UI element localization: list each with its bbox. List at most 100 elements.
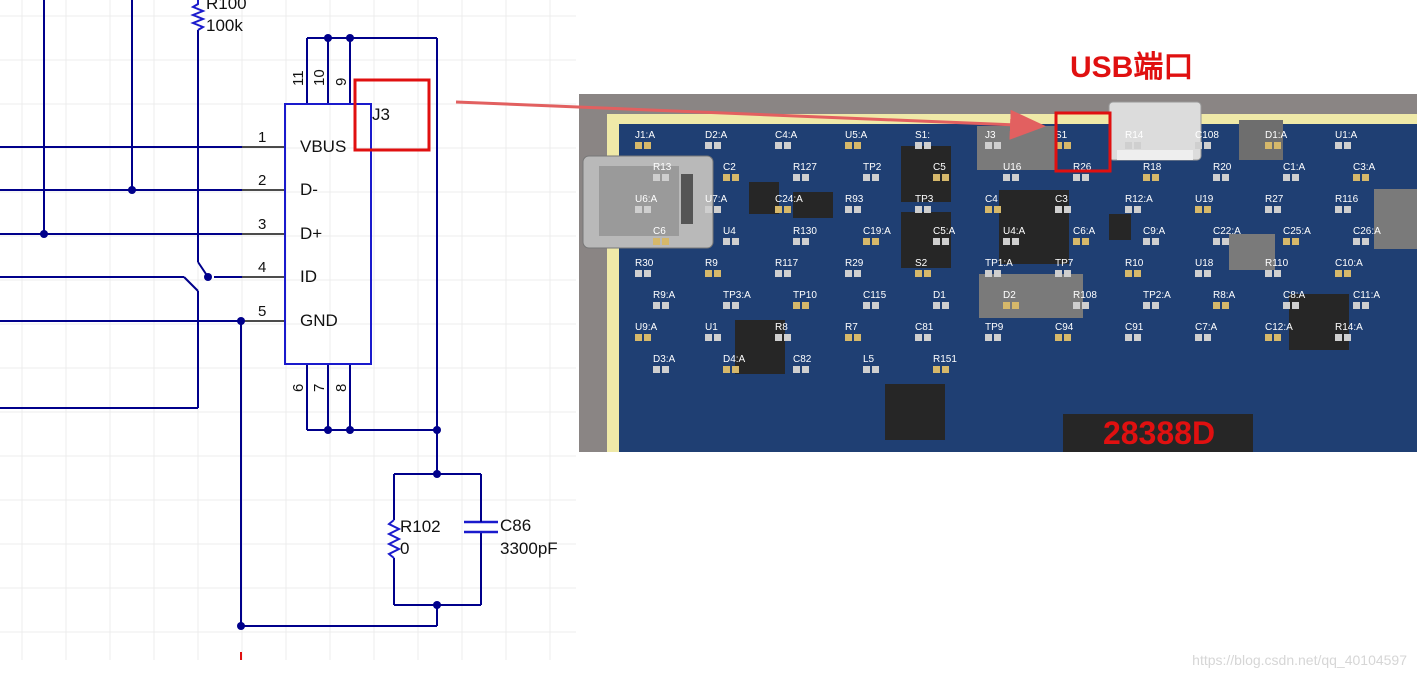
pcb-pad (1204, 270, 1211, 277)
bottom-pin-7-number: 7 (311, 384, 328, 392)
pcb-label: C82 (793, 354, 812, 365)
pcb-pad (1134, 206, 1141, 213)
pcb-pad (1003, 302, 1010, 309)
pcb-pad (1335, 270, 1342, 277)
pcb-pad (1344, 270, 1351, 277)
pcb-pad (653, 174, 660, 181)
pcb-label: D4:A (723, 354, 746, 365)
pcb-pad (1082, 238, 1089, 245)
pcb-pad (1265, 206, 1272, 213)
pcb-pad (653, 366, 660, 373)
pcb-label: R7 (845, 322, 858, 333)
pcb-pad (1055, 142, 1062, 149)
pcb-pad (1265, 142, 1272, 149)
pcb-pad (1222, 302, 1229, 309)
pcb-label: S1: (915, 130, 930, 141)
pcb-label: C6 (653, 226, 666, 237)
pcb-pad (1265, 270, 1272, 277)
pcb-pad (1344, 206, 1351, 213)
pcb-pad (775, 270, 782, 277)
pcb-pad (915, 334, 922, 341)
connector-pin-stubs (242, 146, 285, 322)
r102-resistor-symbol (386, 519, 402, 559)
top-pin-10-number: 10 (311, 69, 328, 86)
pcb-pad (924, 142, 931, 149)
pcb-label: U18 (1195, 258, 1214, 269)
pcb-label: R108 (1073, 290, 1097, 301)
pcb-pad (924, 334, 931, 341)
pcb-pad (1274, 270, 1281, 277)
pcb-pad (994, 206, 1001, 213)
pcb-label: U6:A (635, 194, 658, 205)
pcb-pad (732, 174, 739, 181)
pcb-label: C6:A (1073, 226, 1096, 237)
chip-marking: 28388D (1103, 415, 1215, 451)
pcb-pad (872, 366, 879, 373)
pcb-label: D1 (933, 290, 946, 301)
pcb-pad (1195, 334, 1202, 341)
top-pin-9-number: 9 (333, 78, 350, 86)
pcb-label: U5:A (845, 130, 868, 141)
connector-designator: J3 (372, 105, 390, 124)
pcb-label: L5 (863, 354, 875, 365)
pcb-pad (644, 270, 651, 277)
pcb-pad (872, 174, 879, 181)
pcb-pad (802, 238, 809, 245)
pcb-label: TP7 (1055, 258, 1074, 269)
pcb-label: D1:A (1265, 130, 1288, 141)
pcb-label: R116 (1335, 194, 1359, 205)
pcb-label: R9:A (653, 290, 676, 301)
pcb-pad (705, 270, 712, 277)
pcb-label: U19 (1195, 194, 1214, 205)
pcb-pad (714, 206, 721, 213)
pcb-pad (1073, 238, 1080, 245)
r100-designator: R100 (206, 0, 247, 13)
pcb-pad (1344, 334, 1351, 341)
pcb-label: R30 (635, 258, 654, 269)
pin-2-name: D- (300, 180, 318, 199)
c86-capacitor-symbol (464, 520, 498, 534)
pin-4-number: 4 (258, 259, 266, 276)
bottom-pin-6-number: 6 (290, 384, 307, 392)
pcb-pad (1152, 302, 1159, 309)
pcb-pad (1134, 334, 1141, 341)
pcb-label: R10 (1125, 258, 1144, 269)
r100-resistor-symbol (190, 0, 206, 31)
pcb-label: C91 (1125, 322, 1144, 333)
pcb-pad (1152, 238, 1159, 245)
pcb-pad (872, 238, 879, 245)
pcb-pad (1335, 142, 1342, 149)
pcb-pad (942, 366, 949, 373)
pcb-label: R127 (793, 162, 817, 173)
pcb-label: C3:A (1353, 162, 1376, 173)
pcb-pad (854, 206, 861, 213)
pcb-pad (1292, 174, 1299, 181)
pcb-pad (1204, 142, 1211, 149)
pcb-pad (1362, 238, 1369, 245)
pcb-pad (662, 302, 669, 309)
j3-highlight-box (353, 78, 431, 152)
pcb-pad (1125, 334, 1132, 341)
pcb-pad (1362, 174, 1369, 181)
pcb-pad (1353, 238, 1360, 245)
pcb-label: R20 (1213, 162, 1232, 173)
pcb-pad (1222, 238, 1229, 245)
pcb-pad (1362, 302, 1369, 309)
pcb-label: C25:A (1283, 226, 1311, 237)
pcb-pad (732, 302, 739, 309)
pcb-pad (1143, 238, 1150, 245)
pin-3-name: D+ (300, 224, 322, 243)
pcb-pad (915, 270, 922, 277)
c86-value: 3300pF (500, 539, 558, 558)
pcb-label: TP9 (985, 322, 1004, 333)
pcb-pad (1064, 334, 1071, 341)
pcb-pad (1012, 238, 1019, 245)
pcb-j3-highlight-box (1054, 111, 1112, 173)
pcb-pad (1073, 302, 1080, 309)
pcb-pad (662, 238, 669, 245)
pcb-pad (1143, 174, 1150, 181)
pcb-pad (924, 206, 931, 213)
pcb-pad (1064, 142, 1071, 149)
